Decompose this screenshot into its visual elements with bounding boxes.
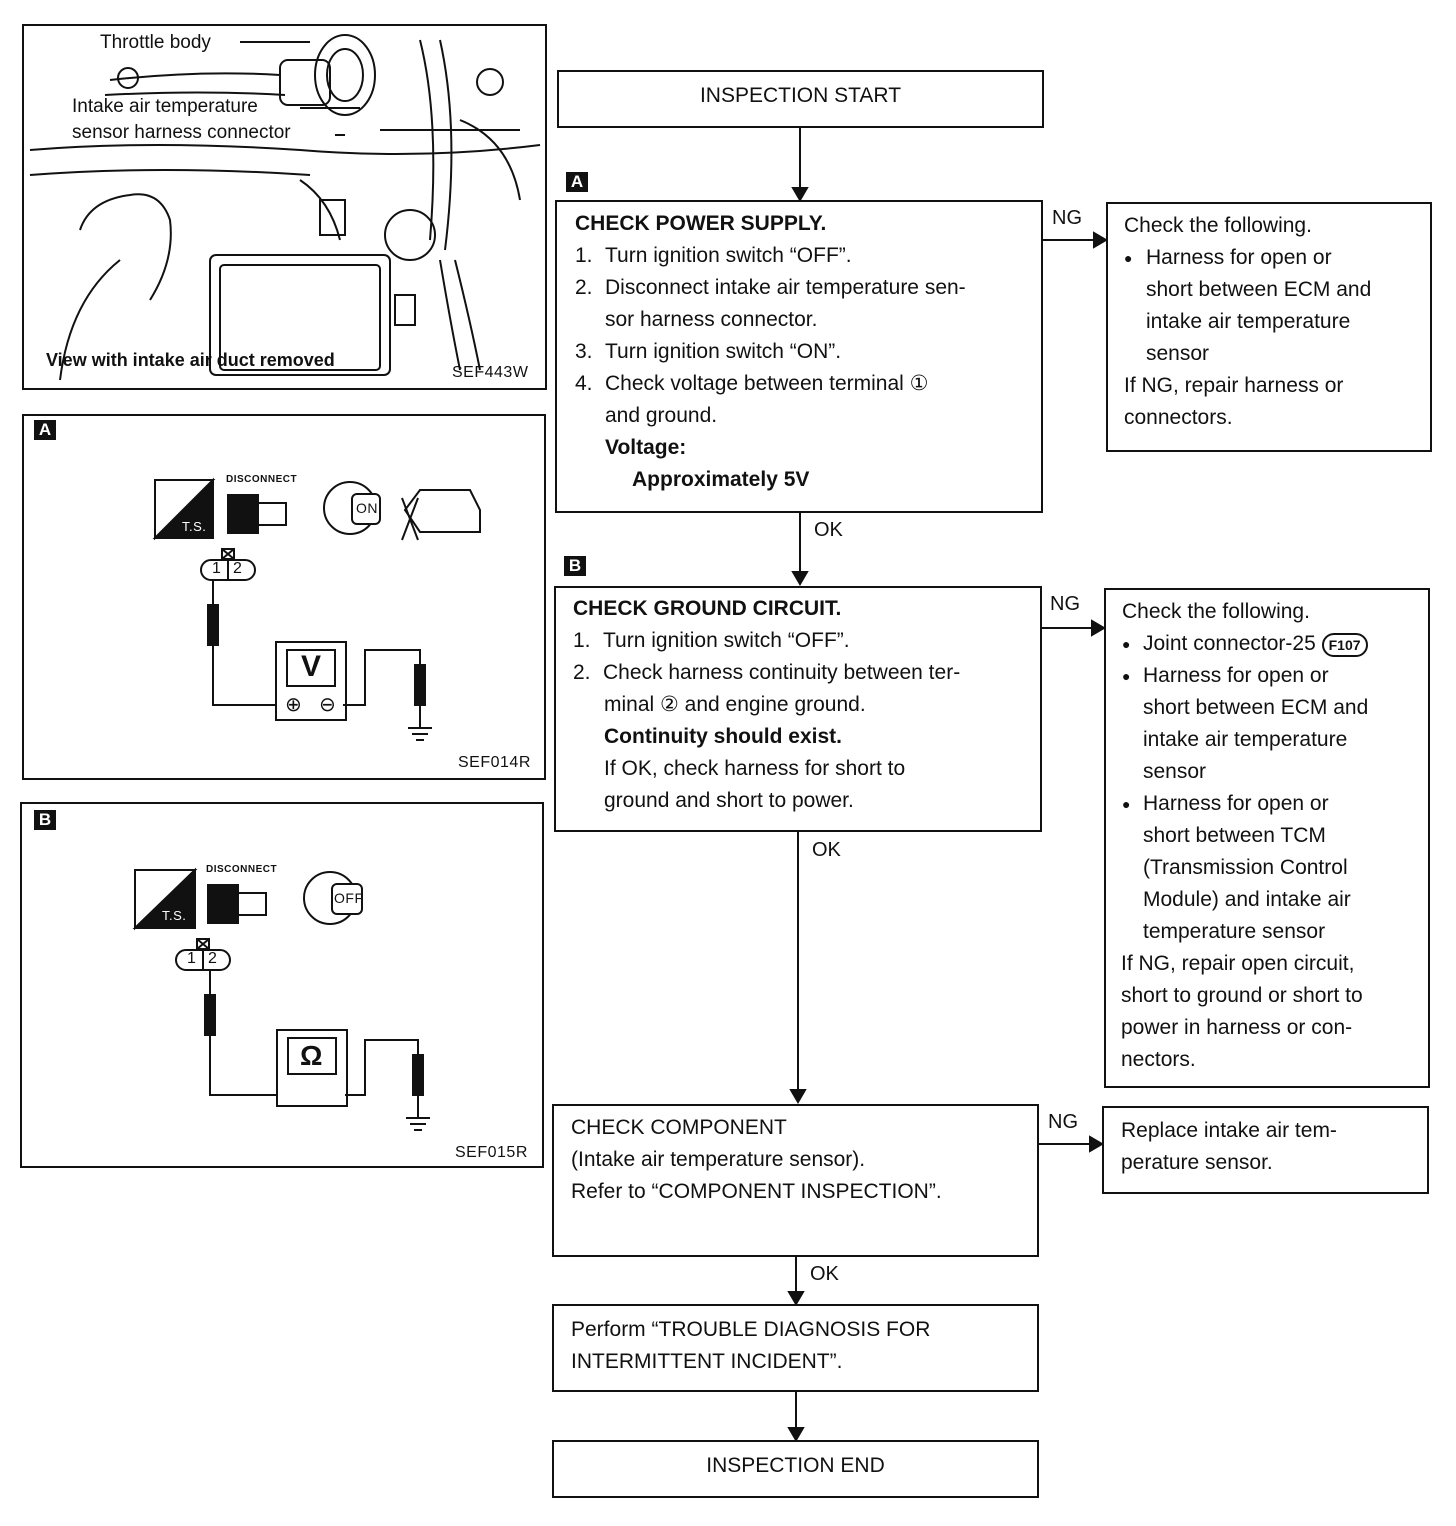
- panel-b-key-state: OFF: [334, 890, 364, 906]
- check-component-line-2: (Intake air temperature sensor).: [571, 1148, 866, 1171]
- intermittent-incident-box: [552, 1304, 1039, 1392]
- panel-b-code: SEF015R: [455, 1144, 528, 1161]
- panel-a-ts-label: T.S.: [182, 519, 207, 534]
- ng-b-footer-2: short to ground or short to: [1121, 984, 1363, 1007]
- ok-label-c: OK: [810, 1263, 839, 1285]
- ng-label-a: NG: [1052, 207, 1082, 229]
- ohmmeter-symbol: Ω: [300, 1040, 323, 1071]
- photo-code: SEF443W: [452, 364, 529, 381]
- ng-label-b: NG: [1050, 593, 1080, 615]
- f107-connector-badge: F107: [1321, 633, 1368, 657]
- sensor-label-line1: Intake air temperature: [72, 96, 258, 117]
- ng-c-box: [1102, 1106, 1429, 1194]
- panel-a-minus-terminal: ⊖: [319, 694, 337, 716]
- step-a-item-4: 4.Check voltage between terminal ①: [575, 372, 929, 395]
- ng-b-bullet-2-line-1: Harness for open or: [1143, 664, 1329, 687]
- ng-a-title: Check the following.: [1124, 214, 1312, 237]
- ng-b-bullet-2-dot: ●: [1122, 668, 1131, 684]
- step-b-note-1: If OK, check harness for short to: [604, 757, 906, 780]
- ng-b-bullet-3-line-1: Harness for open or: [1143, 792, 1329, 815]
- panel-b-ts-label: T.S.: [162, 908, 187, 923]
- step-b-item-2: 2.Check harness continuity between ter-: [573, 661, 961, 684]
- ng-a-bullet-line-3: intake air temperature: [1146, 310, 1351, 333]
- continuity-note: Continuity should exist.: [604, 725, 843, 748]
- check-power-supply-box: [555, 200, 1043, 513]
- ng-c-line-2: perature sensor.: [1121, 1151, 1273, 1174]
- intermittent-line-2: INTERMITTENT INCIDENT”.: [571, 1350, 843, 1373]
- ng-c-line-1: Replace intake air tem-: [1121, 1119, 1337, 1142]
- ng-b-bullet-2-line-3: intake air temperature: [1143, 728, 1348, 751]
- step-a-item-3: 3.Turn ignition switch “ON”.: [575, 340, 842, 363]
- photo-caption: View with intake air duct removed: [46, 350, 335, 370]
- panel-b-pin-1: 1: [187, 950, 197, 967]
- ng-a-bullet-line-1: Harness for open or: [1146, 246, 1332, 269]
- ng-b-bullet-1-dot: ●: [1122, 636, 1131, 652]
- panel-a-pin-1: 1: [212, 560, 222, 577]
- ng-b-footer-4: nectors.: [1121, 1048, 1196, 1071]
- check-power-supply-title: CHECK POWER SUPPLY.: [575, 212, 827, 235]
- ng-b-footer-3: power in harness or con-: [1121, 1016, 1353, 1039]
- ng-a-footer-2: connectors.: [1124, 406, 1233, 429]
- ng-b-bullet-3-line-5: temperature sensor: [1143, 920, 1326, 943]
- panel-a-code: SEF014R: [458, 754, 531, 771]
- ng-b-bullet-3-line-3: (Transmission Control: [1143, 856, 1348, 879]
- voltmeter-symbol: V: [301, 650, 322, 683]
- ng-a-footer-1: If NG, repair harness or: [1124, 374, 1344, 397]
- voltage-label: Voltage:: [605, 436, 687, 459]
- inspection-start-box: [557, 70, 1044, 128]
- ng-b-footer-1: If NG, repair open circuit,: [1121, 952, 1355, 975]
- ng-b-bullet-3-dot: ●: [1122, 796, 1131, 812]
- ng-b-box: [1104, 588, 1430, 1088]
- ok-label-b: OK: [812, 839, 841, 861]
- throttle-body-label: Throttle body: [100, 32, 211, 53]
- check-component-line-3: Refer to “COMPONENT INSPECTION”.: [571, 1180, 942, 1203]
- step-a-item-2: 2.Disconnect intake air temperature sen-: [575, 276, 966, 299]
- step-b-note-2: ground and short to power.: [604, 789, 854, 812]
- inspection-start-label: INSPECTION START: [699, 84, 902, 107]
- intermittent-line-1: Perform “TROUBLE DIAGNOSIS FOR: [571, 1318, 931, 1341]
- step-b-item-1: 1.Turn ignition switch “OFF”.: [573, 629, 850, 652]
- panel-a-pin-2: 2: [233, 560, 243, 577]
- ng-a-bullet-line-4: sensor: [1146, 342, 1210, 365]
- engine-photo-panel: [22, 24, 547, 390]
- panel-b-tag: B: [34, 810, 56, 830]
- ng-b-bullet-1: Joint connector-25 F107: [1143, 628, 1368, 660]
- step-a-item-4-cont: and ground.: [605, 404, 718, 427]
- inspection-end-label: INSPECTION END: [706, 1454, 885, 1477]
- panel-b-pin-2: 2: [208, 950, 218, 967]
- ng-b-title: Check the following.: [1122, 600, 1310, 623]
- ng-a-bullet-line-2: short between ECM and: [1146, 278, 1372, 301]
- ok-label-a: OK: [814, 519, 843, 541]
- panel-a-plus-terminal: ⊕: [285, 694, 303, 716]
- step-a-tag: A: [566, 172, 588, 192]
- step-a-item-2-cont: sor harness connector.: [605, 308, 818, 331]
- panel-a-key-state: ON: [356, 500, 378, 516]
- ng-b-bullet-3-line-2: short between TCM: [1143, 824, 1326, 847]
- ng-b-bullet-3-line-4: Module) and intake air: [1143, 888, 1351, 911]
- panel-a-tag: A: [34, 420, 56, 440]
- inspection-end-box: [552, 1440, 1039, 1498]
- check-ground-circuit-title: CHECK GROUND CIRCUIT.: [573, 597, 842, 620]
- ng-b-bullet-2-line-2: short between ECM and: [1143, 696, 1369, 719]
- panel-a-disconnect-label: DISCONNECT: [226, 474, 298, 485]
- step-b-item-2-cont: minal ② and engine ground.: [604, 693, 866, 716]
- ng-a-box: [1106, 202, 1432, 452]
- step-b-tag: B: [564, 556, 586, 576]
- step-a-item-1: 1.Turn ignition switch “OFF”.: [575, 244, 852, 267]
- check-component-box: [552, 1104, 1039, 1257]
- voltage-value: Approximately 5V: [632, 468, 810, 491]
- check-component-line-1: CHECK COMPONENT: [571, 1116, 787, 1139]
- sensor-label-line2: sensor harness connector: [72, 122, 291, 143]
- ng-label-c: NG: [1048, 1111, 1078, 1133]
- ng-a-bullet: ●: [1124, 250, 1133, 266]
- panel-b-disconnect-label: DISCONNECT: [206, 864, 278, 875]
- check-ground-circuit-box: [554, 586, 1042, 832]
- ng-b-bullet-2-line-4: sensor: [1143, 760, 1207, 783]
